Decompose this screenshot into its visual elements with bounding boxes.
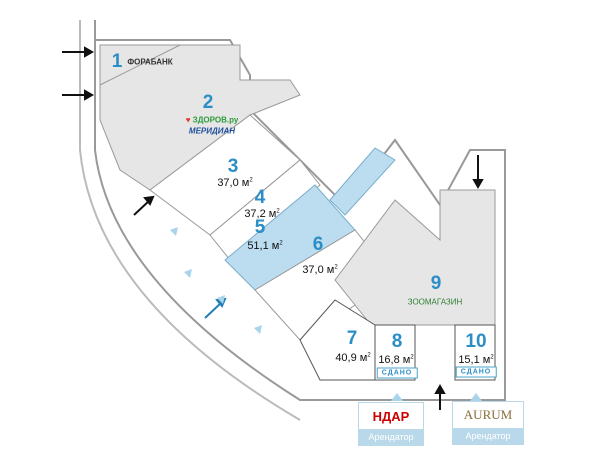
outer-curved-wall [79, 20, 301, 421]
room-5-number: 5 [254, 217, 266, 238]
room-2-brand: ♥ ЗДОРОВ.ру [185, 115, 239, 125]
tenant-card-ndar[interactable]: НДАР Арендатор [358, 402, 424, 446]
room-9 [334, 189, 496, 332]
room-8-number: 8 [391, 331, 403, 352]
room-7 [299, 299, 376, 381]
heart-icon: ♥ [185, 115, 191, 125]
room-8-status: СДАНО [376, 367, 418, 379]
room-10-status: СДАНО [455, 366, 497, 378]
light-entrance-arrows [170, 227, 482, 401]
room-10-area: 15,1 м2 [458, 354, 494, 366]
room-5-corridor [329, 147, 396, 216]
room-1-number: 1 [111, 51, 123, 72]
room-10-number: 10 [465, 331, 487, 352]
room-2-number: 2 [202, 92, 214, 113]
building-outline [94, 20, 506, 401]
tenant-caption: Арендатор [453, 428, 523, 444]
room-2 [99, 44, 301, 191]
aurum-logo: AURUM [463, 407, 513, 422]
tenant-card-aurum[interactable]: AURUM Арендатор [452, 401, 524, 445]
room-7-area: 40,9 м2 [335, 352, 371, 364]
room-7-number: 7 [346, 328, 358, 349]
room-2-brand-2: МЕРИДИАН [188, 126, 236, 136]
room-3-number: 3 [227, 156, 239, 177]
room-8-area: 16,8 м2 [378, 354, 414, 366]
room-6-number: 6 [312, 234, 324, 255]
entrance-arrows [62, 46, 484, 410]
room-4 [209, 159, 321, 261]
room-9-number: 9 [430, 273, 442, 294]
room-3-area: 37,0 м2 [217, 177, 253, 189]
tenant-caption: Арендатор [359, 429, 423, 445]
room-4-number: 4 [254, 187, 266, 208]
room-4-area: 37,2 м2 [244, 208, 280, 220]
room-1-brand: ФОРАБАНК [127, 57, 173, 67]
room-9-brand: ЗООМАГАЗИН [407, 297, 463, 307]
room-6-area: 37,0 м2 [302, 264, 338, 276]
ndar-logo: НДАР [372, 408, 410, 424]
room-5-area: 51,1 м2 [247, 240, 283, 252]
